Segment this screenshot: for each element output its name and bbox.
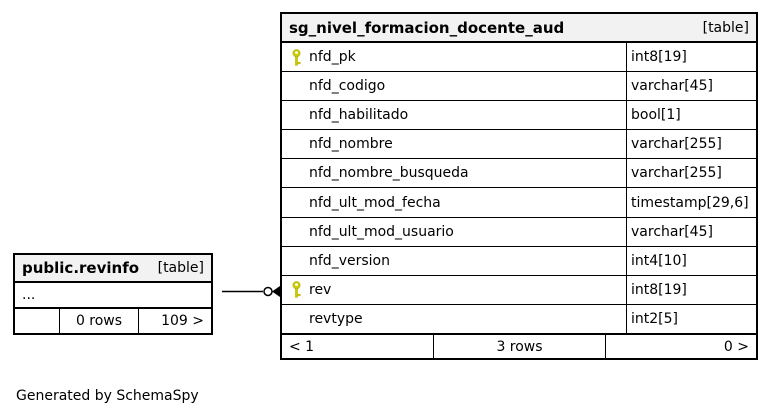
table-row: nfd_nombre varchar[255] bbox=[282, 130, 756, 160]
collapsed-columns-ellipsis: ... bbox=[22, 287, 36, 303]
table-header[interactable]: public.revinfo [table] bbox=[15, 255, 211, 283]
key-cell bbox=[282, 188, 309, 216]
column-type: varchar[45] bbox=[626, 72, 756, 101]
column-name: nfd_nombre_busqueda bbox=[309, 165, 469, 182]
edge-open-circle bbox=[263, 286, 273, 297]
key-cell bbox=[282, 130, 309, 158]
table-footer: 0 rows 109 > bbox=[15, 307, 211, 333]
footer-row-count: 3 rows bbox=[433, 335, 606, 358]
key-cell bbox=[282, 218, 309, 246]
table-node-public-revinfo[interactable]: public.revinfo [table] ... 0 rows 109 > bbox=[13, 253, 213, 335]
table-row: nfd_ult_mod_usuario varchar[45] bbox=[282, 217, 756, 247]
column-type: varchar[255] bbox=[626, 159, 756, 188]
footer-related-right: 109 > bbox=[161, 313, 204, 329]
footer-related-right: 0 > bbox=[723, 338, 749, 355]
table-title: sg_nivel_formacion_docente_aud bbox=[289, 18, 565, 37]
table-row: nfd_pk int8[19] bbox=[282, 43, 756, 73]
column-name: rev bbox=[309, 281, 332, 298]
column-name: nfd_ult_mod_usuario bbox=[309, 223, 454, 240]
key-cell bbox=[282, 43, 309, 71]
column-type: bool[1] bbox=[626, 101, 756, 130]
key-cell bbox=[282, 276, 309, 304]
column-type: int4[10] bbox=[626, 246, 756, 275]
table-type-tag: [table] bbox=[157, 260, 204, 276]
aud-column-rows: nfd_pk int8[19] nfd_codigo varchar[45] bbox=[282, 43, 756, 333]
footer-related-left: < 1 bbox=[289, 338, 315, 355]
table-footer: < 1 3 rows 0 > bbox=[282, 333, 756, 358]
key-cell bbox=[282, 72, 309, 100]
key-cell bbox=[282, 159, 309, 187]
table-row: nfd_ult_mod_fecha timestamp[29,6] bbox=[282, 188, 756, 218]
footer-related-left bbox=[15, 309, 59, 333]
table-row: revtype int2[5] bbox=[282, 304, 756, 333]
column-name: nfd_habilitado bbox=[309, 107, 409, 124]
table-row: nfd_codigo varchar[45] bbox=[282, 72, 756, 102]
edge-arrowhead bbox=[272, 286, 280, 297]
primary-key-icon bbox=[292, 281, 301, 298]
column-name: nfd_codigo bbox=[309, 78, 386, 95]
column-type: varchar[255] bbox=[626, 130, 756, 159]
footer-row-count: 0 rows bbox=[59, 309, 139, 333]
schemaspy-credit: Generated by SchemaSpy bbox=[16, 388, 199, 404]
column-name: nfd_ult_mod_fecha bbox=[309, 194, 441, 211]
column-name: nfd_nombre bbox=[309, 136, 393, 153]
table-row: rev int8[19] bbox=[282, 275, 756, 305]
column-type: timestamp[29,6] bbox=[626, 188, 756, 217]
key-cell bbox=[282, 101, 309, 129]
column-name: nfd_version bbox=[309, 252, 390, 269]
table-row: nfd_habilitado bool[1] bbox=[282, 101, 756, 131]
table-header[interactable]: sg_nivel_formacion_docente_aud [table] bbox=[282, 14, 756, 43]
column-type: int8[19] bbox=[626, 43, 756, 72]
column-type: varchar[45] bbox=[626, 217, 756, 246]
column-type: int2[5] bbox=[626, 304, 756, 333]
table-type-tag: [table] bbox=[702, 19, 749, 36]
column-type: int8[19] bbox=[626, 275, 756, 304]
key-cell bbox=[282, 305, 309, 333]
column-name: nfd_pk bbox=[309, 49, 356, 66]
table-title: public.revinfo bbox=[22, 259, 140, 277]
table-row: nfd_version int4[10] bbox=[282, 246, 756, 276]
table-row: nfd_nombre_busqueda varchar[255] bbox=[282, 159, 756, 189]
primary-key-icon bbox=[292, 48, 301, 66]
key-cell bbox=[282, 247, 309, 275]
column-name: revtype bbox=[309, 310, 363, 327]
relationship-edge bbox=[222, 286, 280, 297]
table-node-sg-nivel-formacion-docente-aud[interactable]: sg_nivel_formacion_docente_aud [table] n… bbox=[280, 12, 758, 360]
